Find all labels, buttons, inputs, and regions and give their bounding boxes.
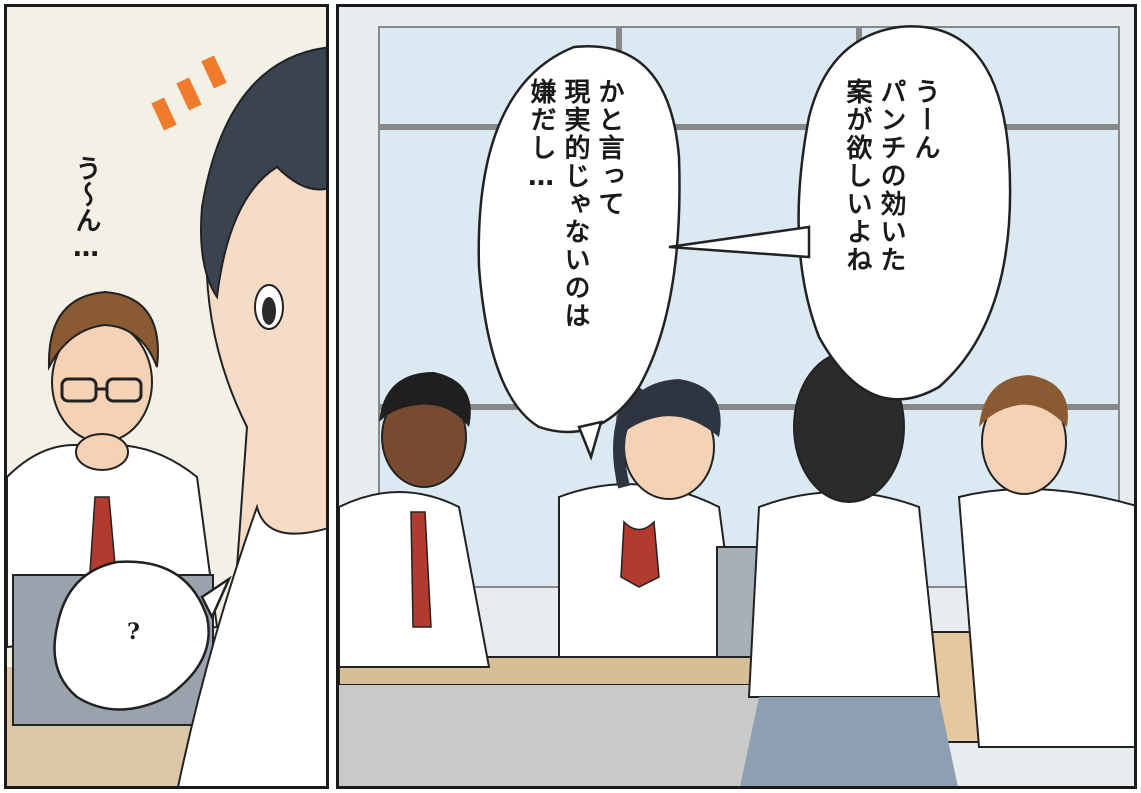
student-girl-ponytail — [558, 379, 741, 658]
sfx-umm-text: う〜ん… — [71, 155, 101, 263]
girl-shirt — [177, 503, 326, 786]
question-speech-bubble — [53, 560, 210, 711]
student-girl-back — [740, 351, 958, 786]
boy-hair — [47, 290, 159, 371]
speech-bubble-right — [797, 25, 1012, 401]
speech-text-left: かと言って 現実的じゃないのは 嫌だし… — [526, 78, 624, 330]
left-panel-artwork — [7, 7, 326, 786]
question-mark-text: ? — [127, 619, 140, 645]
girl-hair — [200, 46, 326, 300]
right-panel-artwork — [339, 7, 1134, 786]
student-boy-glasses — [957, 375, 1134, 748]
student-boy-dark — [339, 372, 491, 668]
speech-text-right: うーん パンチの効いた 案が欲しいよね — [842, 78, 940, 274]
manga-panel-right — [336, 4, 1137, 789]
manga-panel-left: う〜ん… ? — [4, 4, 329, 789]
